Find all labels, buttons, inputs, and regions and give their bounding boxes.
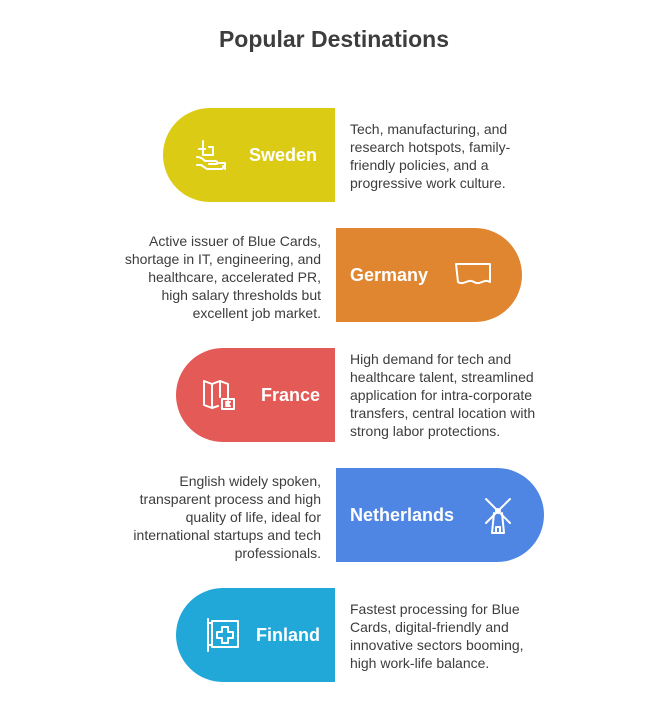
destination-germany: Germany	[336, 228, 522, 322]
destination-france: France	[176, 348, 335, 442]
destination-netherlands: Netherlands	[336, 468, 544, 562]
destination-description: High demand for tech and healthcare tale…	[350, 351, 536, 439]
page-title: Popular Destinations	[218, 26, 450, 52]
destination-description: Active issuer of Blue Cards, shortage in…	[124, 233, 321, 321]
handshake-icon	[196, 140, 226, 170]
destination-finland: Finland	[176, 588, 335, 682]
map-icon	[203, 380, 235, 410]
destination-description: English widely spoken, transparent proce…	[133, 473, 321, 561]
document-icon	[455, 263, 491, 285]
destination-name: Sweden	[249, 145, 318, 165]
destination-sweden: Sweden	[163, 108, 335, 202]
destination-description: Tech, manufacturing, and research hotspo…	[350, 121, 511, 191]
destination-name: France	[261, 385, 321, 405]
destination-name: Germany	[350, 265, 429, 285]
destination-description: Fastest processing for Blue Cards, digit…	[350, 601, 524, 671]
windmill-icon	[485, 498, 511, 534]
destination-name: Netherlands	[350, 505, 455, 525]
destination-name: Finland	[256, 625, 320, 645]
hospital-sign-icon	[207, 618, 239, 652]
